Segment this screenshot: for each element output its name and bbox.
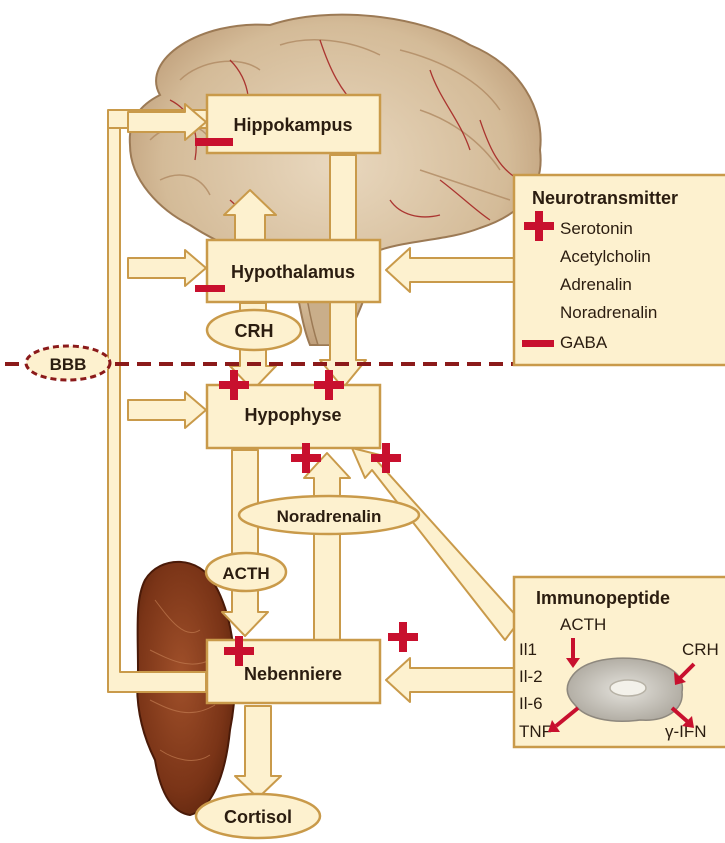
minus-sign-hippokampus: [195, 138, 233, 146]
immunopeptide-il1: Il1: [519, 640, 537, 659]
oval-noradrenalin: Noradrenalin: [239, 496, 419, 534]
immunopeptide-il6: Il-6: [519, 694, 543, 713]
oval-cortisol-label: Cortisol: [224, 807, 292, 827]
neurotransmitter-item-gaba: GABA: [560, 333, 608, 352]
oval-noradrenalin-label: Noradrenalin: [277, 507, 382, 526]
neurotransmitter-item-serotonin: Serotonin: [560, 219, 633, 238]
box-hypothalamus: Hypothalamus: [207, 240, 380, 302]
immune-cell-nucleus: [610, 680, 646, 696]
oval-acth: ACTH: [206, 553, 286, 591]
oval-crh-label: CRH: [235, 321, 274, 341]
oval-bbb-label: BBB: [50, 355, 87, 374]
oval-cortisol: Cortisol: [196, 794, 320, 838]
minus-sign-hypothalamus: [195, 285, 225, 292]
immunopeptide-tnf: TNF: [519, 722, 552, 741]
oval-acth-label: ACTH: [222, 564, 269, 583]
minus-sign-gaba: [522, 340, 554, 347]
neurotransmitter-item-acetylcholin: Acetylcholin: [560, 247, 651, 266]
oval-crh: CRH: [207, 310, 301, 350]
oval-bbb: BBB: [26, 346, 110, 380]
box-hypophyse-label: Hypophyse: [244, 405, 341, 425]
neurotransmitter-item-adrenalin: Adrenalin: [560, 275, 632, 294]
box-nebenniere-label: Nebenniere: [244, 664, 342, 684]
immunopeptide-panel: Immunopeptide ACTH CRH Il1 Il-2 Il-6 TNF…: [514, 577, 725, 747]
immunopeptide-crh: CRH: [682, 640, 719, 659]
plus-sign-nebenniere-right: [388, 622, 418, 652]
neurotransmitter-item-noradrenalin: Noradrenalin: [560, 303, 657, 322]
immunopeptide-acth: ACTH: [560, 615, 606, 634]
immunopeptide-il2: Il-2: [519, 667, 543, 686]
box-hippokampus-label: Hippokampus: [233, 115, 352, 135]
box-hypothalamus-label: Hypothalamus: [231, 262, 355, 282]
neurotransmitter-title: Neurotransmitter: [532, 188, 678, 208]
immunopeptide-title: Immunopeptide: [536, 588, 670, 608]
neurotransmitter-panel: Neurotransmitter Serotonin Acetylcholin …: [514, 175, 725, 365]
